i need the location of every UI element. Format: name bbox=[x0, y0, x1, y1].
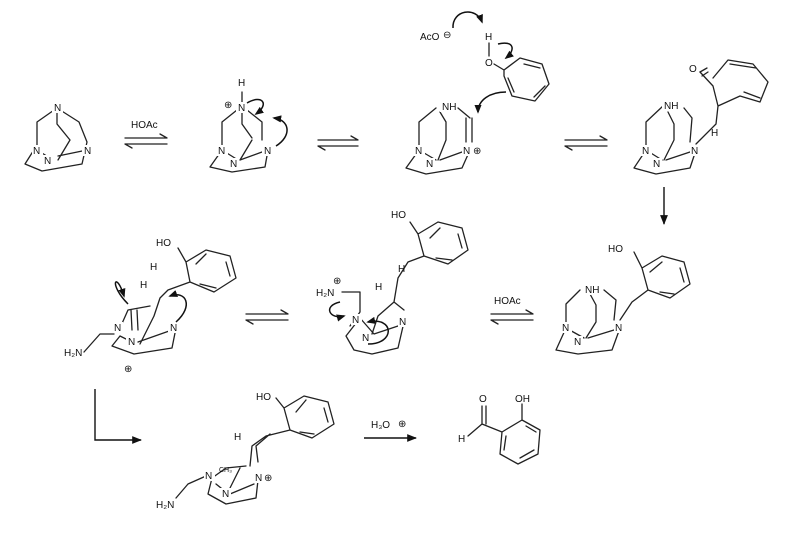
atom-n: N bbox=[615, 323, 622, 334]
charge-plus: ⊕ bbox=[473, 146, 481, 157]
atom-o: O bbox=[689, 64, 697, 75]
atom-n: N bbox=[574, 337, 581, 348]
atom-n: N bbox=[352, 315, 359, 326]
charge-minus: ⊖ bbox=[443, 30, 451, 41]
atom-o: O bbox=[485, 58, 493, 69]
reagent-hydronium: H₃O bbox=[371, 420, 390, 431]
charge-plus: ⊕ bbox=[398, 419, 406, 430]
equilibrium-arrow bbox=[317, 135, 359, 151]
equilibrium-arrow bbox=[245, 309, 289, 325]
atom-n: N bbox=[415, 146, 422, 157]
atom-h2n: H₂N bbox=[156, 500, 174, 511]
charge-plus: ⊕ bbox=[333, 276, 341, 287]
curly-arrow bbox=[452, 11, 483, 29]
protonated-hexamine-structure: H N ⊕ N N N bbox=[209, 78, 288, 173]
reaction-arrow-bent bbox=[94, 389, 142, 444]
atom-ch3: CH₃ bbox=[219, 467, 232, 474]
methylated-iminium-structure: H₂N HO H N CH₃ N ⊕ N bbox=[156, 392, 335, 511]
atom-ho: HO bbox=[391, 210, 406, 221]
equilibrium-arrow bbox=[490, 309, 534, 325]
atom-h: H bbox=[238, 78, 245, 89]
iminium-phenol-structure: H₂N HO H H N N N ⊕ bbox=[64, 238, 237, 375]
atom-nh: NH bbox=[585, 285, 599, 296]
reagent-hoac: HOAc bbox=[494, 296, 521, 307]
atom-n: N bbox=[463, 146, 470, 157]
atom-n: N bbox=[170, 323, 177, 334]
atom-oh: OH bbox=[515, 394, 530, 405]
ring-opening-structure: H₂N ⊕ HO H H N N N bbox=[316, 210, 469, 355]
curly-arrow bbox=[497, 42, 514, 60]
atom-nh: NH bbox=[664, 101, 678, 112]
atom-n: N bbox=[642, 146, 649, 157]
atom-n: N bbox=[44, 156, 51, 167]
reagent-hoac: HOAc bbox=[131, 120, 158, 131]
atom-h: H bbox=[234, 432, 241, 443]
equilibrium-arrow bbox=[564, 135, 608, 151]
hexamine-structure: N N N N bbox=[24, 102, 93, 172]
atom-n: N bbox=[230, 159, 237, 170]
charge-plus: ⊕ bbox=[224, 100, 232, 111]
atom-n: N bbox=[426, 159, 433, 170]
atom-n: N bbox=[653, 159, 660, 170]
atom-h: H bbox=[375, 282, 382, 293]
atom-n: N bbox=[128, 337, 135, 348]
atom-nh: NH bbox=[442, 102, 456, 113]
charge-plus: ⊕ bbox=[264, 473, 272, 484]
atom-h2n: H₂N bbox=[316, 288, 334, 299]
atom-h2n: H₂N bbox=[64, 348, 82, 359]
salicylaldehyde-structure: H O OH bbox=[458, 394, 541, 465]
atom-n: N bbox=[222, 489, 229, 500]
atom-h: H bbox=[458, 434, 465, 445]
atom-n: N bbox=[205, 471, 212, 482]
atom-ho: HO bbox=[256, 392, 271, 403]
atom-n: N bbox=[255, 473, 262, 484]
atom-n: N bbox=[691, 146, 698, 157]
atom-ho: HO bbox=[156, 238, 171, 249]
reagent-acetate: AcO bbox=[420, 32, 440, 43]
atom-n: N bbox=[264, 146, 271, 157]
charge-plus: ⊕ bbox=[124, 364, 132, 375]
atom-h: H bbox=[398, 264, 405, 275]
atom-n: N bbox=[218, 146, 225, 157]
atom-n: N bbox=[562, 323, 569, 334]
atom-n: N bbox=[238, 103, 245, 114]
atom-o: O bbox=[479, 394, 487, 405]
dienone-adduct-structure: NH O H N N N bbox=[633, 59, 769, 175]
atom-n: N bbox=[33, 146, 40, 157]
phenol-aminal-structure: NH HO N N N bbox=[555, 244, 691, 355]
atom-h: H bbox=[150, 262, 157, 273]
atom-h: H bbox=[140, 280, 147, 291]
atom-ho: HO bbox=[608, 244, 623, 255]
curly-arrow bbox=[474, 91, 507, 114]
atom-n: N bbox=[114, 323, 121, 334]
iminium-structure: NH N N ⊕ N bbox=[405, 101, 481, 175]
atom-n: N bbox=[54, 103, 61, 114]
atom-h: H bbox=[711, 128, 718, 139]
atom-n: N bbox=[362, 333, 369, 344]
atom-h: H bbox=[485, 32, 492, 43]
equilibrium-arrow bbox=[124, 133, 168, 149]
atom-n: N bbox=[399, 317, 406, 328]
atom-n: N bbox=[84, 146, 91, 157]
phenol-ring bbox=[493, 57, 550, 102]
